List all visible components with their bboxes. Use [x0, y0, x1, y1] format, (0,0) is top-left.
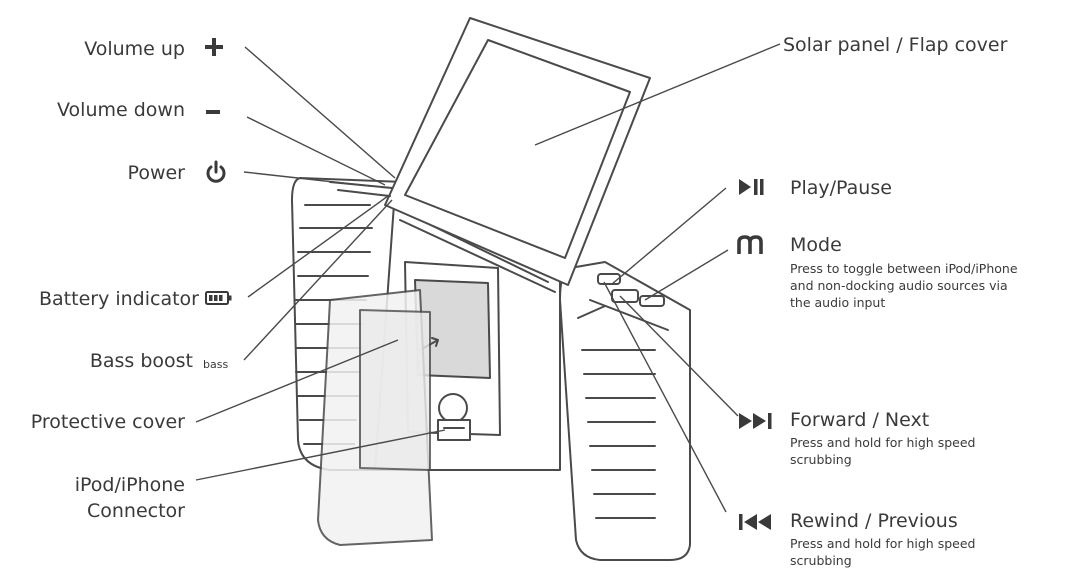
mode-desc-line1: Press to toggle between iPod/iPhone — [790, 261, 1018, 276]
bass-icon: bass — [203, 358, 229, 371]
forward-next-label: Forward / Next — [790, 409, 930, 431]
rewind-desc-line2: scrubbing — [790, 553, 852, 568]
connector-label-line1: iPod/iPhone — [74, 474, 185, 496]
mode-m-icon — [737, 235, 763, 254]
power-label: Power — [127, 162, 185, 184]
rewind-desc-line1: Press and hold for high speed — [790, 536, 976, 551]
mode-desc-line3: the audio input — [790, 295, 886, 310]
protective-cover-label: Protective cover — [30, 411, 185, 433]
leader-lines — [195, 43, 781, 513]
play-pause-icon — [739, 179, 764, 195]
volume-down-label: Volume down — [57, 99, 185, 121]
solar-panel-label: Solar panel / Flap cover — [783, 34, 1008, 56]
bass-boost-label: Bass boost — [89, 350, 193, 372]
minus-icon — [206, 110, 220, 114]
rewind-previous-label: Rewind / Previous — [790, 510, 958, 532]
mode-desc-line2: and non-docking audio sources via — [790, 278, 1008, 293]
forward-desc-line1: Press and hold for high speed — [790, 435, 976, 450]
rewind-previous-icon — [739, 514, 771, 530]
volume-up-label: Volume up — [84, 38, 185, 60]
battery-indicator-label: Battery indicator — [39, 288, 199, 310]
right-speaker-housing — [559, 261, 691, 561]
power-icon — [206, 160, 226, 183]
mode-label: Mode — [790, 234, 842, 256]
connector-label-line2: Connector — [87, 500, 185, 522]
plus-icon — [205, 38, 223, 56]
solar-panel-flap — [384, 17, 651, 293]
forward-desc-line2: scrubbing — [790, 452, 852, 467]
protective-cover — [317, 289, 433, 546]
dock-connector — [437, 419, 471, 441]
battery-icon — [205, 291, 232, 305]
play-pause-label: Play/Pause — [790, 177, 892, 199]
forward-next-icon — [739, 413, 772, 429]
